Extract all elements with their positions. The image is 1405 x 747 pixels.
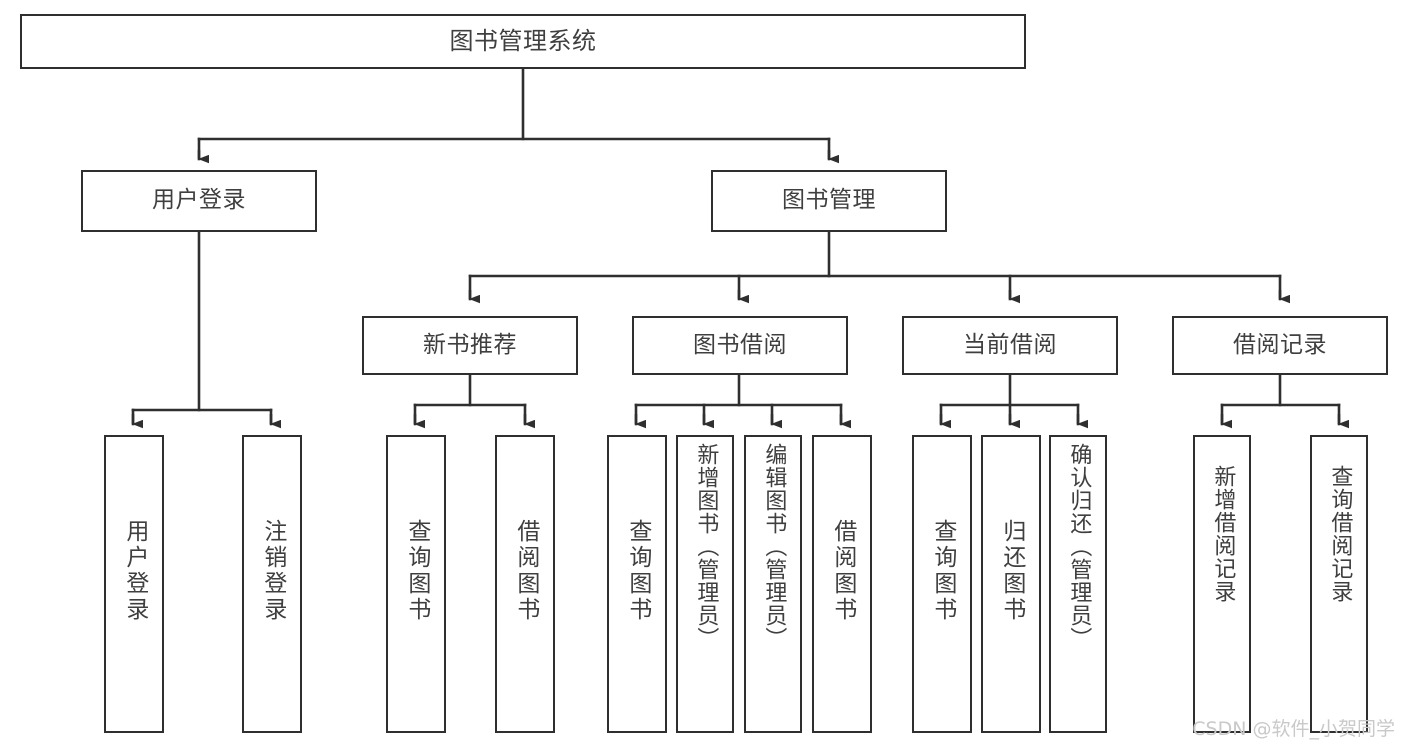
- leaf-cb-return-book[interactable]: 归还图书: [981, 435, 1041, 733]
- leaf-user-login-signin[interactable]: 用户登录: [104, 435, 164, 733]
- node-label: 图书管理系统: [449, 27, 597, 56]
- node-label: 确认归还（管理员）: [1066, 443, 1092, 650]
- node-borrow-record[interactable]: 借阅记录: [1172, 316, 1388, 375]
- node-label: 归还图书: [998, 519, 1025, 623]
- node-label: 编辑图书（管理员）: [761, 443, 787, 650]
- node-new-book-recommend[interactable]: 新书推荐: [362, 316, 578, 375]
- node-label: 借阅记录: [1233, 331, 1327, 358]
- leaf-bb-add-book-admin[interactable]: 新增图书（管理员）: [676, 435, 734, 733]
- node-book-borrow[interactable]: 图书借阅: [632, 316, 848, 375]
- leaf-cb-query-book[interactable]: 查询图书: [912, 435, 972, 733]
- node-label: 新增图书（管理员）: [693, 443, 719, 650]
- leaf-cb-confirm-return-admin[interactable]: 确认归还（管理员）: [1049, 435, 1107, 733]
- node-label: 当前借阅: [963, 331, 1057, 358]
- node-label: 查询图书: [624, 519, 651, 623]
- leaf-bb-edit-book-admin[interactable]: 编辑图书（管理员）: [744, 435, 802, 733]
- node-user-login[interactable]: 用户登录: [81, 170, 317, 232]
- node-label: 查询图书: [403, 519, 430, 623]
- leaf-nbr-query-book[interactable]: 查询图书: [386, 435, 446, 733]
- node-label: 新增借阅记录: [1210, 465, 1236, 603]
- node-root-book-management-system[interactable]: 图书管理系统: [20, 14, 1026, 69]
- node-label: 查询借阅记录: [1327, 465, 1353, 603]
- node-label: 注销登录: [259, 519, 286, 623]
- leaf-bb-borrow-book[interactable]: 借阅图书: [812, 435, 872, 733]
- node-label: 图书借阅: [693, 331, 787, 358]
- node-label: 借阅图书: [512, 519, 539, 623]
- leaf-br-query-record[interactable]: 查询借阅记录: [1310, 435, 1368, 733]
- leaf-user-login-signout[interactable]: 注销登录: [242, 435, 302, 733]
- node-book-management[interactable]: 图书管理: [711, 170, 947, 232]
- node-label: 借阅图书: [829, 519, 856, 623]
- node-label: 用户登录: [152, 187, 246, 214]
- node-label: 图书管理: [782, 187, 876, 214]
- node-label: 新书推荐: [423, 331, 517, 358]
- leaf-bb-query-book[interactable]: 查询图书: [607, 435, 667, 733]
- csdn-watermark: CSDN @软件_小贺同学: [1192, 718, 1395, 740]
- node-label: 用户登录: [121, 519, 148, 623]
- leaf-nbr-borrow-book[interactable]: 借阅图书: [495, 435, 555, 733]
- leaf-br-add-record[interactable]: 新增借阅记录: [1193, 435, 1251, 733]
- node-label: 查询图书: [929, 519, 956, 623]
- node-current-borrow[interactable]: 当前借阅: [902, 316, 1118, 375]
